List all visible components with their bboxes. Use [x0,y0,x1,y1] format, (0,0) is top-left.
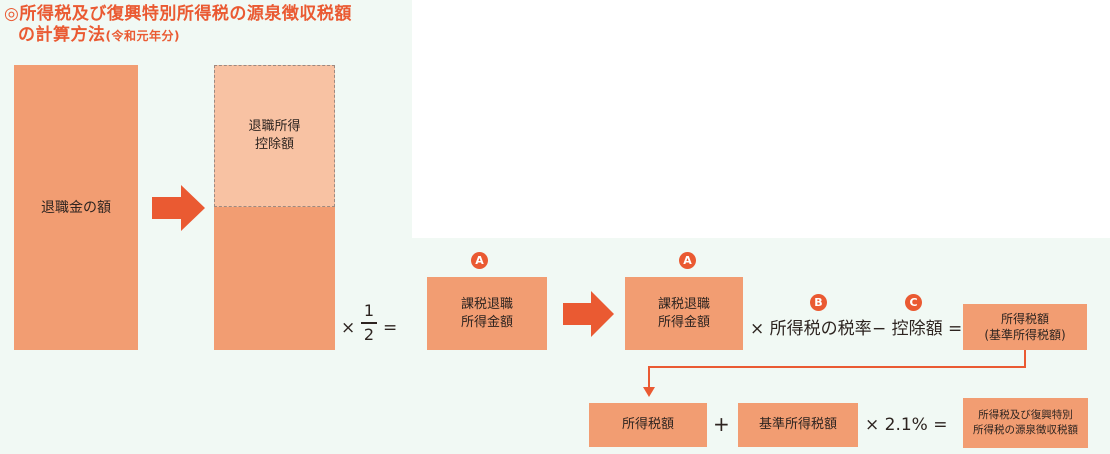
arrow-right-1 [152,185,205,231]
equals-operator-1: = [383,318,398,338]
arrow-right-2 [563,291,614,337]
title-line-1: ◎所得税及び復興特別所得税の源泉徴収税額 [4,4,352,24]
connector-arrowhead [643,387,655,397]
title-line-2: の計算方法(令和元年分) [4,25,352,47]
base-tax-label: 基準所得税額 [758,417,837,432]
title-note: (令和元年分) [105,29,180,43]
marker-c: C [905,294,922,311]
remainder-box [214,207,335,350]
retirement-amount-box: 退職金の額 [14,65,138,350]
minus-deduction-expression: − 控除額 = [872,319,963,339]
withholding-tax-box: 所得税及び復興特別 所得税の源泉徴収税額 [963,398,1088,448]
half-fraction: 1 2 [361,302,377,344]
times-operator: × [341,318,356,338]
title-main: の計算方法 [18,25,106,45]
taxable-income-1-label-1: 課税退職 [460,296,513,312]
taxable-income-2-label-2: 所得金額 [657,314,710,330]
income-tax-2-label: 所得税額 [621,417,674,432]
taxable-income-box-2: 課税退職 所得金額 [625,277,743,350]
deduction-box: 退職所得 控除額 [214,65,335,207]
base-tax-box: 基準所得税額 [738,403,858,447]
deduction-label-2: 控除額 [254,137,294,152]
withholding-label-2: 所得税の源泉徴収税額 [973,424,1078,436]
income-tax-box: 所得税額 (基準所得税額) [963,304,1087,350]
deduction-label-1: 退職所得 [248,119,301,134]
plus-operator: + [713,412,730,436]
rate-2-1-expression: × 2.1% = [865,415,948,435]
income-tax-label-2: (基準所得税額) [984,328,1066,342]
page-title: ◎所得税及び復興特別所得税の源泉徴収税額 の計算方法(令和元年分) [4,4,352,47]
taxable-income-1-label-2: 所得金額 [460,314,513,330]
taxable-income-2-label-1: 課税退職 [657,296,710,312]
marker-a-1: A [471,252,488,269]
marker-b: B [810,294,827,311]
withholding-label-1: 所得税及び復興特別 [978,409,1073,421]
income-tax-label-1: 所得税額 [1000,312,1049,326]
marker-a-2: A [679,252,696,269]
tax-rate-expression: × 所得税の税率 [750,319,872,339]
connector-line [648,350,1026,389]
fraction-numerator: 1 [363,301,375,320]
retirement-amount-label: 退職金の額 [41,199,111,216]
taxable-income-box-1: 課税退職 所得金額 [427,277,547,350]
background-panel-bottom [0,238,1110,454]
income-tax-box-2: 所得税額 [589,403,707,447]
fraction-denominator: 2 [363,324,375,344]
fraction-bar [361,322,377,324]
